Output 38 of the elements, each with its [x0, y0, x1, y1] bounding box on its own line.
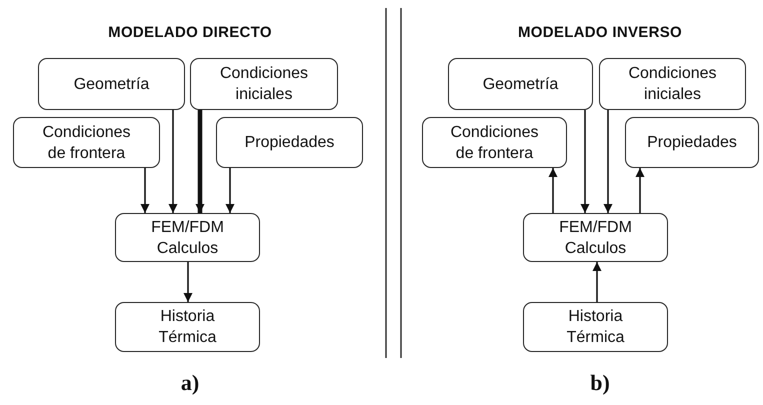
- process-box: [448, 58, 593, 110]
- box-label: Historia Térmica: [566, 307, 626, 348]
- box-label: FEM/FDM Calculos: [558, 218, 633, 258]
- panel-letter: a): [180, 370, 200, 396]
- arrow: [580, 110, 590, 213]
- arrow: [196, 110, 204, 213]
- process-box: [422, 117, 567, 168]
- arrow: [168, 110, 178, 213]
- box-label: Historia Térmica: [158, 307, 218, 348]
- box-label: Geometría: [482, 74, 558, 94]
- box-label: Condiciones de frontera: [449, 122, 540, 164]
- arrow: [184, 262, 192, 302]
- process-box: [625, 117, 759, 168]
- arrow: [604, 110, 612, 213]
- panel-letter: b): [590, 370, 610, 396]
- process-box: [13, 117, 160, 168]
- arrow: [592, 262, 602, 302]
- box-label: Condiciones iniciales: [627, 64, 718, 105]
- process-box: [190, 58, 338, 110]
- arrow: [636, 168, 644, 213]
- box-label: Propiedades: [244, 133, 334, 153]
- box-label: FEM/FDM Calculos: [150, 218, 225, 258]
- arrow: [548, 168, 558, 213]
- box-label: Geometría: [74, 74, 150, 94]
- arrow: [226, 168, 234, 213]
- process-box: [523, 302, 668, 352]
- panel-heading: MODELADO INVERSO: [518, 24, 682, 41]
- process-box: [599, 58, 746, 110]
- process-box: [523, 213, 668, 262]
- panel-heading: MODELADO DIRECTO: [108, 24, 272, 41]
- process-box: [216, 117, 363, 168]
- process-box: [115, 213, 260, 262]
- box-label: Condiciones iniciales: [218, 64, 310, 105]
- process-box: [115, 302, 260, 352]
- arrow: [140, 168, 150, 213]
- box-label: Propiedades: [647, 133, 737, 153]
- box-label: Condiciones de frontera: [41, 122, 132, 164]
- process-box: [38, 58, 185, 110]
